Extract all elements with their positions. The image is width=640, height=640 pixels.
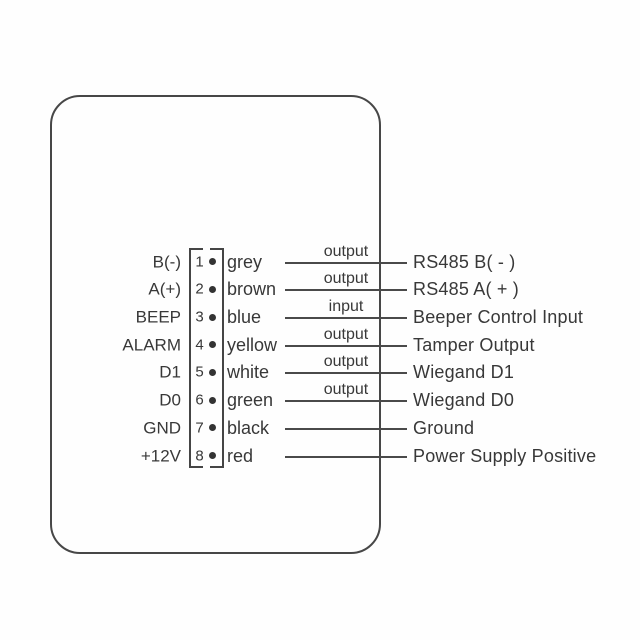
pin-label: D1 (159, 362, 181, 382)
io-direction-label: input (328, 298, 364, 316)
function-label: RS485 B( - ) (413, 251, 516, 272)
wire-color-name: red (227, 445, 254, 466)
pin-dot-icon (209, 452, 216, 460)
io-direction-label: output (323, 242, 369, 260)
pin-label: B(-) (152, 252, 181, 272)
pin-label: ALARM (122, 335, 181, 355)
pin-row-8: +12V 8 red Power Supply Positive (0, 442, 640, 470)
wire-color-name: blue (227, 307, 262, 328)
bracket-corner-segment (210, 466, 222, 468)
pin-label: +12V (140, 446, 181, 466)
pin-number: 1 (195, 253, 204, 271)
wire-color-name: green (227, 390, 274, 411)
wire-line (285, 455, 407, 458)
pin-number: 5 (195, 363, 204, 381)
wire-line (285, 344, 407, 347)
pin-dot-icon (209, 313, 216, 321)
wire-line (285, 427, 407, 430)
pin-dot-icon (209, 258, 216, 266)
wire-color-name: white (227, 362, 270, 383)
pin-row-2: A(+) 2 brown output RS485 A( + ) (0, 271, 640, 304)
pin-number: 4 (195, 336, 204, 354)
pin-number: 6 (195, 391, 204, 409)
pin-dot-icon (209, 424, 216, 432)
wire-color-name: brown (227, 279, 277, 300)
bracket-corner-segment (210, 248, 222, 250)
pin-label: D0 (159, 390, 181, 410)
function-label: RS485 A( + ) (413, 279, 519, 300)
wire-line (285, 400, 407, 403)
io-direction-label: output (323, 270, 369, 288)
pin-number: 2 (195, 280, 204, 298)
pin-dot-icon (209, 368, 216, 376)
pin-row-1: B(-) 1 grey output RS485 B( - ) (0, 243, 640, 276)
function-label: Tamper Output (413, 334, 535, 355)
pin-number: 8 (195, 447, 204, 465)
pin-row-7: GND 7 black Ground (0, 414, 640, 442)
function-label: Wiegand D1 (413, 362, 515, 383)
pin-label: A(+) (148, 279, 181, 299)
wire-color-name: black (227, 417, 270, 438)
pin-row-5: D1 5 white output Wiegand D1 (0, 354, 640, 387)
wire-line (285, 317, 407, 320)
io-direction-label: output (323, 325, 369, 343)
connector-bracket (189, 248, 224, 468)
pin-dot-icon (209, 285, 216, 293)
pin-row-6: D0 6 green output Wiegand D0 (0, 382, 640, 414)
function-label: Wiegand D0 (413, 390, 515, 411)
bracket-corner-segment (191, 466, 203, 468)
function-label: Beeper Control Input (413, 307, 584, 328)
wire-line (285, 261, 407, 264)
pin-label: GND (143, 418, 181, 438)
pin-dot-icon (209, 341, 216, 349)
bracket-corner-segment (191, 248, 203, 250)
function-label: Ground (413, 417, 475, 438)
wire-line (285, 289, 407, 292)
wire-line (285, 372, 407, 375)
device-outline (50, 95, 381, 554)
pin-rows: B(-) 1 grey output RS485 B( - ) A(+) 2 b… (0, 243, 640, 470)
wire-color-name: grey (227, 251, 263, 272)
wire-color-name: yellow (227, 334, 278, 355)
pin-row-3: BEEP 3 blue input Beeper Control Input (0, 299, 640, 331)
io-direction-label: output (323, 381, 369, 399)
pin-number: 3 (195, 308, 204, 326)
pin-number: 7 (195, 419, 204, 437)
pin-row-4: ALARM 4 yellow output Tamper Output (0, 326, 640, 359)
pin-dot-icon (209, 396, 216, 404)
pin-label: BEEP (135, 307, 181, 327)
function-label: Power Supply Positive (413, 445, 597, 466)
io-direction-label: output (323, 353, 369, 371)
